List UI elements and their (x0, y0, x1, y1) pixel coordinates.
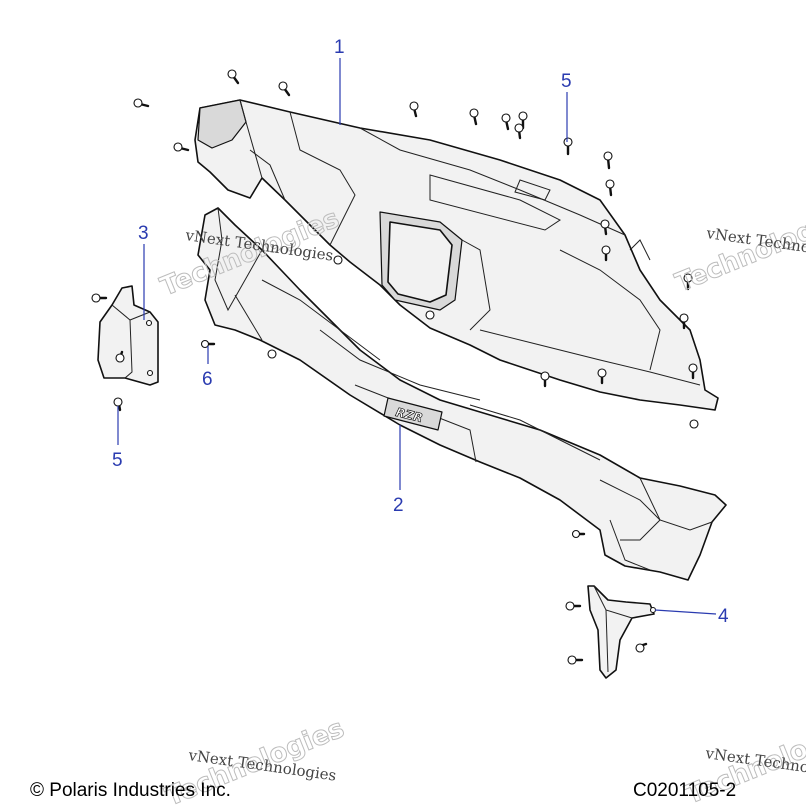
screw-icon (597, 368, 607, 385)
screw-icon (567, 655, 584, 665)
screw-icon (173, 142, 190, 152)
screw-icon (605, 179, 615, 197)
callout-4: 4 (718, 606, 729, 627)
callout-5-upper: 5 (561, 71, 572, 92)
callouts: 1 2 3 4 5 5 6 (112, 37, 729, 627)
screw-icon (133, 98, 150, 108)
footer: © Polaris Industries Inc. C0201105-2 (30, 780, 736, 801)
screw-icon (601, 245, 611, 262)
callout-5-lower: 5 (112, 450, 123, 471)
part-1-upper-dash-panel (194, 99, 719, 411)
screw-icon (409, 101, 419, 118)
callout-3: 3 (138, 223, 149, 244)
part-4-right-bracket (587, 585, 657, 679)
screw-icon (514, 123, 524, 140)
screw-icon (679, 313, 689, 330)
screw-icon (113, 397, 123, 412)
leader-lines (117, 58, 717, 615)
screw-icon (688, 363, 698, 380)
fasteners (91, 69, 699, 665)
screw-icon (600, 219, 610, 236)
screw-icon (571, 529, 586, 539)
screw-icon (565, 601, 582, 611)
screw-icon (267, 349, 277, 359)
screw-icon (200, 339, 216, 349)
screw-icon (689, 419, 699, 429)
screw-icon (227, 69, 240, 85)
screw-icon (115, 350, 125, 363)
screw-icon (278, 81, 291, 97)
screw-icon (603, 151, 613, 170)
screw-icon (635, 642, 648, 653)
screw-icon (540, 371, 550, 388)
screw-icon (333, 255, 343, 265)
screw-icon (683, 273, 693, 291)
callout-2: 2 (393, 495, 404, 516)
screw-icon (469, 108, 479, 126)
part-3-left-bracket (97, 285, 159, 386)
screw-icon (563, 137, 573, 156)
screw-icon (91, 293, 108, 303)
figure-code: C0201105-2 (633, 780, 736, 801)
screw-icon (425, 310, 435, 320)
screw-icon (501, 113, 511, 131)
part-2-lower-dash-bolster: RZR (197, 207, 727, 581)
callout-1: 1 (334, 37, 345, 58)
copyright-text: © Polaris Industries Inc. (30, 780, 231, 801)
rzr-embossed-logo: RZR (394, 405, 424, 425)
callout-6: 6 (202, 369, 213, 390)
